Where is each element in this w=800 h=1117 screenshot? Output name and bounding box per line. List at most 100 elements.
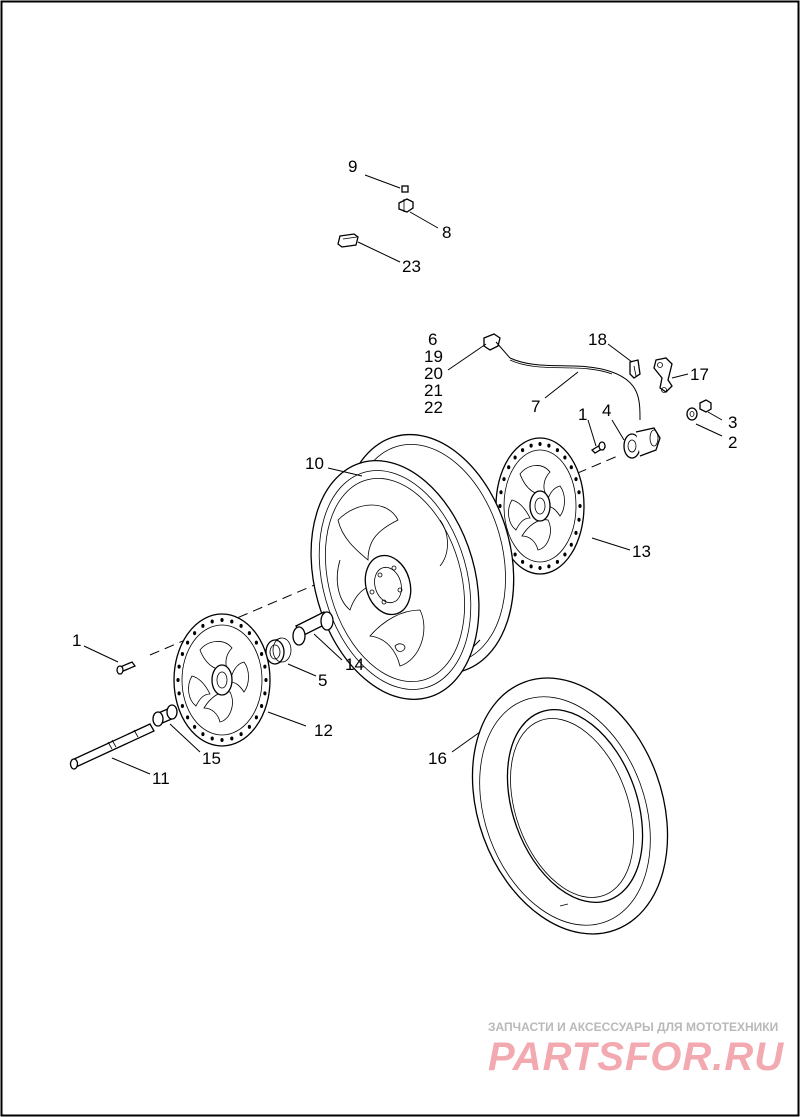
rotor-hole (220, 738, 224, 742)
rotor-hole (201, 732, 205, 737)
label-10: 10 (305, 454, 324, 473)
rotor-hole (193, 631, 197, 636)
rotor-hole (577, 490, 581, 495)
label-7: 7 (531, 397, 540, 416)
part-5-bearing (265, 637, 292, 665)
rotor-hole (513, 455, 517, 460)
rotor-hole (186, 715, 190, 720)
part-10-wheel (310, 433, 515, 700)
part-13-brake-rotor-right (495, 437, 585, 575)
rotor-hole (574, 530, 578, 535)
part-1-screw-left (116, 661, 137, 675)
label-20: 20 (424, 364, 443, 383)
watermark-brand: PARTSFOR.RU (488, 1035, 784, 1079)
label-4: 4 (602, 401, 611, 420)
label-3: 3 (728, 413, 737, 432)
label-14: 14 (345, 655, 364, 674)
part-18-clip (629, 359, 641, 379)
rotor-hole (239, 732, 243, 737)
rotor-hole (201, 623, 205, 628)
label-1-right: 1 (578, 405, 587, 424)
rotor-hole (538, 566, 542, 570)
rotor-hole (538, 442, 542, 446)
part-16-tire (471, 677, 669, 935)
rotor-hole (210, 619, 214, 624)
leader-lines (83, 174, 723, 775)
rotor-hole (578, 504, 582, 508)
part-23-balance-weight (337, 233, 359, 248)
rotor-hole (574, 477, 578, 482)
rotor-hole (239, 623, 243, 628)
rotor-hole (220, 618, 224, 622)
label-13: 13 (632, 542, 651, 561)
rotor-hole (529, 564, 533, 569)
part-3-nut (699, 399, 712, 413)
rotor-hole (254, 715, 258, 720)
label-19: 19 (424, 347, 443, 366)
rotor-hole (563, 552, 567, 557)
label-22: 22 (424, 398, 443, 417)
watermark-tagline: ЗАПЧАСТИ И АКСЕССУАРЫ ДЛЯ МОТОТЕХНИКИ (488, 1020, 778, 1034)
rotor-hole (180, 704, 184, 708)
rotor-hole (193, 724, 197, 729)
label-11: 11 (152, 769, 170, 788)
rotor-hole (521, 448, 525, 453)
rotor-hole (230, 736, 234, 741)
label-21: 21 (424, 381, 443, 400)
rotor-hole (210, 736, 214, 741)
label-6: 6 (428, 330, 437, 349)
rotor-hole (529, 443, 533, 448)
label-9: 9 (348, 157, 357, 176)
rotor-hole (260, 704, 264, 708)
rotor-hole (247, 724, 251, 729)
rotor-hole (254, 640, 258, 645)
rotor-hole (247, 631, 251, 636)
watermark: ЗАПЧАСТИ И АКСЕССУАРЫ ДЛЯ МОТОТЕХНИКИ PA… (488, 1020, 784, 1079)
rotor-hole (577, 517, 581, 522)
rotor-hole (176, 678, 180, 682)
rotor-hole (177, 664, 181, 669)
rotor-hole (230, 619, 234, 624)
rotor-hole (502, 477, 506, 482)
rotor-hole (264, 678, 268, 682)
label-1-left: 1 (72, 631, 81, 650)
label-12: 12 (314, 721, 333, 740)
part-11-axle (69, 723, 155, 770)
rotor-hole (180, 652, 184, 656)
callout-labels: 9 8 23 6 19 20 21 22 18 17 7 1 4 3 2 10 … (72, 157, 737, 788)
rotor-hole (569, 542, 573, 547)
rotor-hole (547, 564, 551, 569)
part-17-bracket (653, 357, 673, 393)
rotor-hole (260, 652, 264, 656)
rotor-hole (263, 691, 267, 696)
rotor-hole (499, 490, 503, 495)
part-8-valve-stem (398, 198, 414, 213)
part-6-abs-sensor-cable (483, 333, 641, 421)
rotor-hole (555, 448, 560, 453)
rotor-hole (263, 664, 267, 669)
rotor-hole (547, 443, 551, 448)
part-4-abs-spacer (623, 427, 661, 459)
rotor-hole (498, 504, 502, 508)
rotor-hole (177, 691, 181, 696)
part-15-axle-spacer (152, 704, 178, 727)
part-14-spacer-sleeve (292, 611, 334, 646)
part-12-brake-rotor-left (173, 613, 271, 747)
part-9-valve-cap (401, 185, 409, 193)
label-23: 23 (402, 257, 421, 276)
rotor-hole (569, 465, 573, 470)
rotor-hole (186, 640, 190, 645)
label-8: 8 (442, 223, 451, 242)
rotor-hole (521, 559, 525, 564)
part-2-washer (686, 407, 698, 421)
part-1-screw-right (590, 441, 607, 454)
rotor-hole (507, 465, 511, 470)
label-18: 18 (588, 330, 607, 349)
rotor-hole (563, 455, 567, 460)
label-16: 16 (428, 749, 447, 768)
label-15: 15 (202, 749, 221, 768)
label-2: 2 (728, 433, 737, 452)
label-5: 5 (318, 671, 327, 690)
